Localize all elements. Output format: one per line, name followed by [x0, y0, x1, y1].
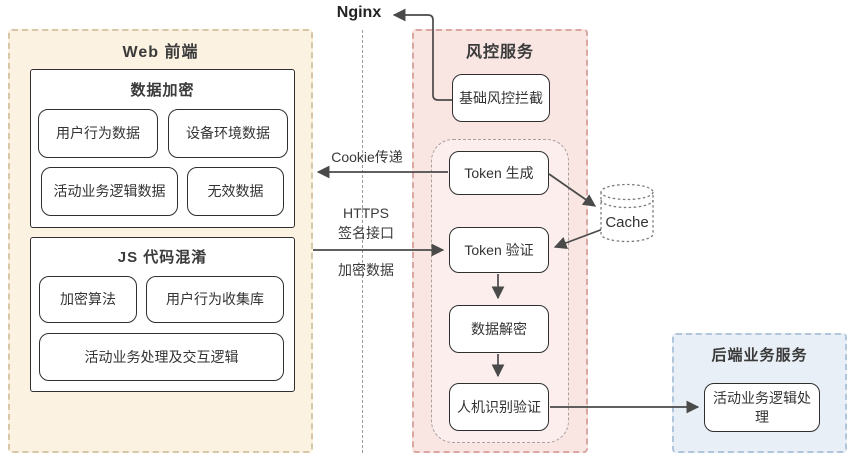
activity-interaction-logic-node: 活动业务处理及交互逻辑 [39, 333, 284, 381]
cookie-pass-label: Cookie传递 [331, 149, 403, 165]
invalid-data-node: 无效数据 [187, 167, 284, 216]
web-frontend-title: Web 前端 [122, 44, 199, 61]
activity-logic-data-node: 活动业务逻辑数据 [41, 167, 178, 216]
encrypted-data-label: 加密数据 [338, 262, 394, 278]
sign-api-label: 签名接口 [338, 225, 394, 241]
backend-service-title: 后端业务服务 [711, 347, 808, 364]
cache-database-icon: Cache [600, 183, 654, 243]
risk-service-title: 风控服务 [465, 44, 534, 61]
human-machine-verify-node: 人机识别验证 [449, 383, 549, 431]
token-verify-node: Token 验证 [449, 227, 549, 273]
network-boundary-dashed-line [362, 30, 363, 453]
user-behavior-data-node: 用户行为数据 [38, 109, 158, 158]
nginx-label: Nginx [336, 4, 382, 21]
data-encryption-title: 数据加密 [130, 82, 195, 99]
cache-label: Cache [605, 214, 648, 231]
https-label: HTTPS [343, 205, 389, 221]
activity-logic-process-node: 活动业务逻辑处理 [704, 383, 820, 432]
js-obfuscation-title: JS 代码混淆 [117, 249, 208, 266]
basic-risk-intercept-node: 基础风控拦截 [452, 74, 550, 122]
token-generate-node: Token 生成 [449, 151, 549, 195]
behavior-collector-node: 用户行为收集库 [146, 276, 284, 323]
data-decrypt-node: 数据解密 [449, 305, 549, 353]
device-env-data-node: 设备环境数据 [168, 109, 288, 158]
encryption-algorithm-node: 加密算法 [39, 276, 137, 323]
